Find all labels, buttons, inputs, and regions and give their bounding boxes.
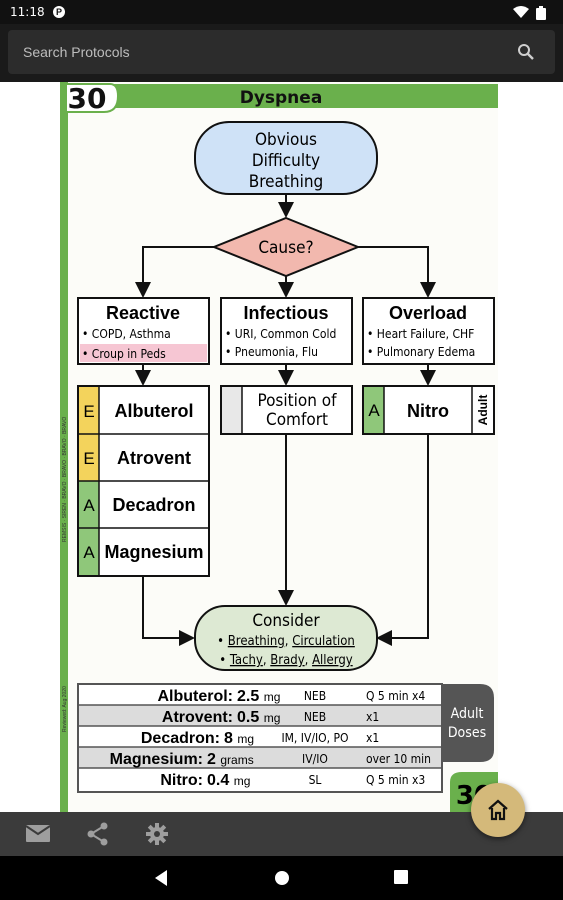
app-bar: Search Protocols [0,24,563,82]
start-line-1: Obvious [255,130,317,150]
position-line-1: Position of [257,391,337,411]
dose-freq-4: over 10 min [366,752,431,766]
email-icon[interactable] [25,822,51,844]
med-level-label-3: A [83,496,95,515]
cause-item-overload-1: • Heart Failure, CHF [367,327,474,341]
home-button[interactable] [471,783,525,837]
share-icon[interactable] [86,822,110,846]
med-level-magnesium [79,528,99,575]
dose-drug-4: Magnesium: [110,751,203,768]
decision-label: Cause? [258,238,313,258]
start-line-3: Breathing [249,172,324,192]
dose-freq-1: Q 5 min x4 [366,689,425,703]
battery-icon [536,6,546,20]
croup-highlight [80,344,207,362]
adult-doses-line-2: Doses [448,725,486,741]
med-name-albuterol: Albuterol [115,401,194,421]
nitro-level: A [368,401,380,420]
protocol-number: 30 [68,82,107,115]
cause-item-infectious-1: • URI, Common Cold [225,327,336,341]
position-line-2: Comfort [266,410,328,430]
dose-route-2: NEB [304,710,326,724]
dose-route-3: IM, IV/IO, PO [281,731,348,745]
med-name-decadron: Decadron [112,495,195,515]
dose-freq-3: x1 [366,731,379,745]
search-placeholder: Search Protocols [23,44,130,60]
med-level-decadron [79,481,99,528]
med-name-magnesium: Magnesium [104,542,203,562]
cause-title-reactive: Reactive [106,303,180,323]
dose-amount-2: 0.5 mg [237,709,280,726]
consider-node [194,605,378,671]
notification-icon: P [53,6,65,18]
dose-route-5: SL [309,773,322,787]
dose-drug-2: Atrovent: [162,709,233,726]
dose-drug-5: Nitro: [160,772,203,789]
cause-title-infectious: Infectious [243,303,328,323]
adult-doses-line-1: Adult [451,706,484,722]
cause-item-reactive-1: • COPD, Asthma [82,327,171,341]
status-bar: 11:18 P [0,0,563,24]
dose-amount-5: 0.4 mg [207,772,250,789]
dose-drug-1: Albuterol: [157,688,233,705]
adult-doses-tab [440,684,494,762]
search-input[interactable]: Search Protocols [8,30,555,74]
wifi-icon [513,6,529,18]
bottom-toolbar [0,812,563,856]
nitro-name: Nitro [407,401,449,421]
dose-drug-3: Decadron: [141,730,220,747]
dose-amount-4: 2 grams [207,751,254,768]
status-time: 11:18 [10,5,45,19]
med-name-atrovent: Atrovent [117,448,191,468]
page-left-border [60,82,68,812]
consider-title: Consider [252,611,320,631]
position-box [220,385,353,435]
system-nav-bar [0,856,563,900]
dose-amount-1: 2.5 mg [237,688,280,705]
dose-route-1: NEB [304,689,326,703]
med-level-atrovent [79,434,99,481]
dose-route-4: IV/IO [302,752,328,766]
consider-line-2: • Tachy, Brady, Allergy [219,653,352,668]
start-line-2: Difficulty [252,151,320,171]
protocol-title: Dyspnea [240,88,323,108]
cause-title-overload: Overload [389,303,467,323]
home-icon [488,799,508,821]
search-icon[interactable] [517,43,535,61]
nitro-tag: Adult [476,395,490,426]
home-nav-icon[interactable] [274,870,290,886]
dose-freq-5: Q 5 min x3 [366,773,425,787]
reactive-med-stack: E E A A Albuterol Atrovent Decadron Magn… [77,385,210,577]
med-level-label-2: E [83,449,94,468]
consider-line-1: • Breathing, Circulation [217,634,355,649]
med-level-label-4: A [83,543,95,562]
cause-box-infectious [220,297,353,365]
header-bar [66,84,498,108]
protocol-viewer[interactable]: 30 Dyspnea REMSIS · SIREN · BRAVO · BRAV… [0,82,563,812]
number-badge [65,83,120,113]
side-text-top: REMSIS · SIREN · BRAVO · BRAVO · BRAVO ·… [62,417,68,542]
cause-item-infectious-2: • Pneumonia, Flu [225,345,318,359]
cause-item-reactive-2: • Croup in Peds [82,347,166,361]
med-level-albuterol [79,387,99,434]
back-icon[interactable] [153,869,169,887]
adult-dose-table: Adult Doses Albuterol: 2.5 mg NEB Q 5 mi… [77,683,494,793]
settings-gear-icon[interactable] [145,822,169,846]
recents-icon[interactable] [394,870,408,884]
cause-item-overload-2: • Pulmonary Edema [367,345,475,359]
dose-freq-2: x1 [366,710,379,724]
med-level-label-1: E [83,402,94,421]
cause-box-overload [362,297,495,365]
side-text-bottom: Reviewed: Aug 2020 [62,686,68,732]
protocol-chart: 30 Dyspnea REMSIS · SIREN · BRAVO · BRAV… [0,82,563,812]
dose-amount-3: 8 mg [224,730,254,747]
